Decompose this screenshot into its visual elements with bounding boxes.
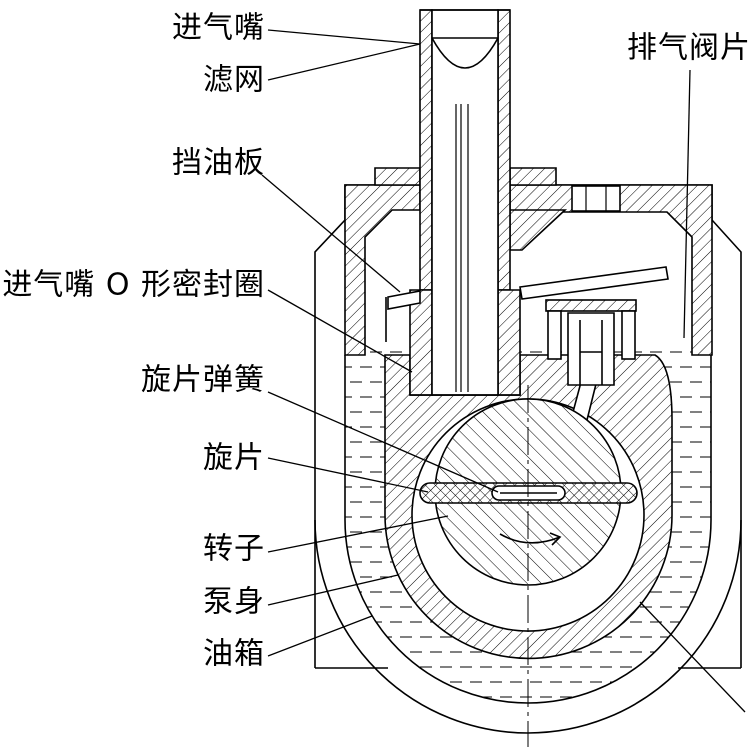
leader-filter-screen (267, 43, 421, 81)
leader-inlet-oring (267, 289, 413, 373)
rotation-arrowhead (549, 532, 562, 546)
inlet-tube-left-flange (409, 289, 433, 396)
label-exhaust-valve: 排气阀片 (627, 31, 751, 66)
leader-exhaust-valve (683, 69, 691, 339)
exhaust-valve-post-right (621, 310, 636, 360)
exhaust-valve-post-left (547, 310, 562, 360)
cover-hub-right (509, 209, 568, 251)
label-vane-spring: 旋片弹簧 (141, 363, 265, 398)
leader-vane (267, 457, 429, 493)
inlet-tube-right-flange (497, 289, 521, 396)
label-rotor: 转子 (203, 532, 265, 567)
label-inlet-oring: 进气嘴 O 形密封圈 (2, 268, 265, 303)
label-pump-body: 泵身 (203, 585, 265, 620)
rotation-arrow (499, 533, 561, 544)
cover-boss-left (374, 167, 421, 186)
leader-rotor (267, 515, 449, 553)
label-vane: 旋片 (203, 441, 265, 476)
exhaust-valve-bracket (567, 312, 615, 386)
exhaust-outlet-port (571, 185, 621, 212)
exhaust-valve-plate (519, 266, 669, 300)
label-inlet-nozzle: 进气嘴 (172, 11, 265, 46)
label-filter-screen: 滤网 (203, 63, 265, 98)
inlet-tube-right-wall (497, 9, 511, 291)
leader-oil-baffle (261, 174, 401, 293)
leader-oil-tank (267, 615, 373, 657)
filter-screen (431, 37, 499, 69)
exhaust-valve-cap (545, 299, 637, 312)
oil-baffle-plate (387, 290, 421, 310)
label-oil-baffle: 挡油板 (172, 146, 265, 181)
cover-boss-right (509, 167, 557, 186)
leader-pump-body (267, 574, 399, 606)
leader-unlabeled (639, 601, 746, 713)
inlet-tube-left-wall (419, 9, 433, 291)
leader-inlet-nozzle (267, 29, 421, 45)
leader-vane-spring (267, 391, 499, 493)
label-oil-tank: 油箱 (203, 637, 265, 672)
cover-left-wall (344, 184, 421, 356)
